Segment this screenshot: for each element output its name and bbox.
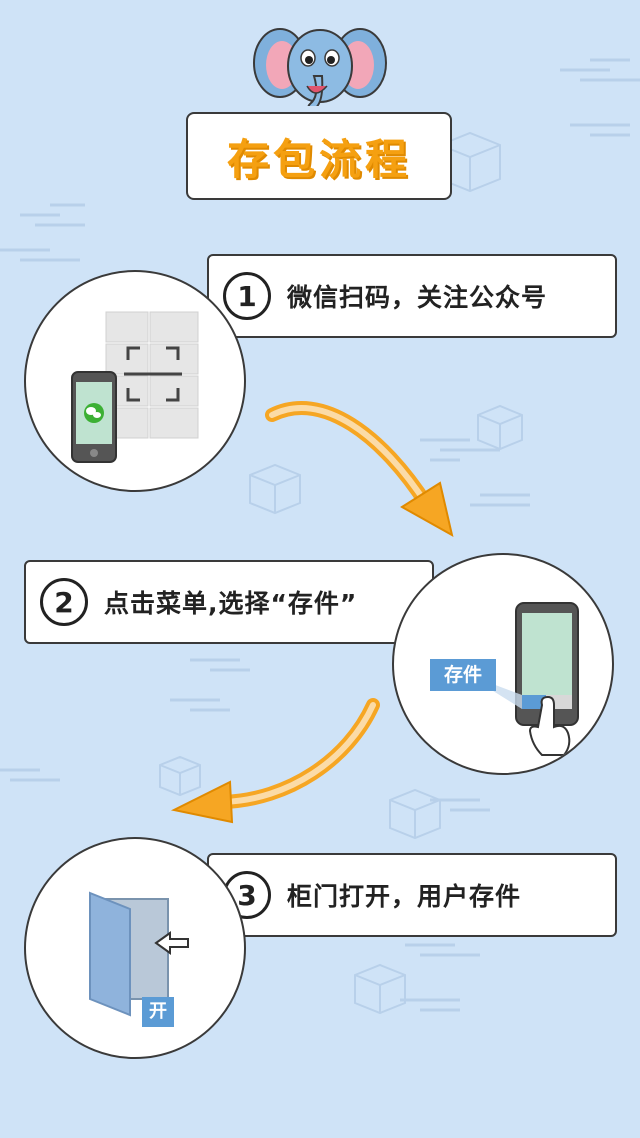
curved-arrow-2 bbox=[170, 698, 380, 824]
door-label-box bbox=[142, 997, 174, 1027]
step-2-box: 2 点击菜单,选择“存件” bbox=[24, 560, 434, 644]
step-3-text: 柜门打开，用户存件 bbox=[287, 882, 522, 911]
step-1-text: 微信扫码，关注公众号 bbox=[287, 283, 548, 312]
phone-icon bbox=[515, 602, 579, 726]
curved-arrow-1 bbox=[265, 401, 454, 537]
menu-label-box bbox=[430, 659, 496, 691]
door-icon bbox=[89, 891, 169, 1017]
hand-pointer-icon bbox=[528, 695, 571, 756]
arrow-left-icon bbox=[154, 931, 189, 955]
elephant-mascot-icon bbox=[252, 28, 388, 120]
scan-illustration bbox=[24, 270, 246, 492]
wechat-icon bbox=[84, 403, 104, 423]
door-label: 开 bbox=[149, 1001, 167, 1022]
title-box: 存包流程 bbox=[186, 112, 452, 200]
step-1-number: 1 bbox=[223, 272, 271, 320]
step-2-number: 2 bbox=[40, 578, 88, 626]
menu-label: 存件 bbox=[443, 664, 482, 686]
step-3-box: 3 柜门打开，用户存件 bbox=[207, 853, 617, 937]
step-1-box: 1 微信扫码，关注公众号 bbox=[207, 254, 617, 338]
step-2-text: 点击菜单,选择“存件” bbox=[104, 589, 358, 618]
qr-scan-icon bbox=[124, 346, 182, 402]
door-illustration: 开 bbox=[24, 837, 246, 1059]
page-title: 存包流程 bbox=[226, 134, 411, 184]
menu-illustration: 存件 bbox=[392, 553, 614, 775]
